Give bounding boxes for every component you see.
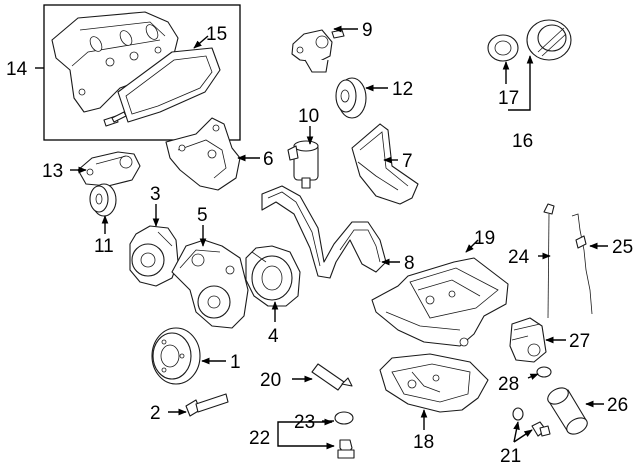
callout-18: 18 <box>413 432 434 453</box>
callout-6: 6 <box>263 149 274 170</box>
sealant-tube <box>311 363 353 391</box>
oil-filter-adapter <box>509 317 547 363</box>
callout-labels: 1 2 3 4 5 6 7 8 9 10 11 12 13 14 15 16 1… <box>6 20 633 467</box>
heat-shield <box>351 123 419 205</box>
adapter-o-ring <box>536 366 552 378</box>
dipstick-tube <box>571 213 593 315</box>
callout-24: 24 <box>508 247 530 268</box>
oil-level-sensor <box>334 411 355 459</box>
crankshaft-bolt <box>185 393 229 417</box>
callout-16: 16 <box>512 131 533 152</box>
callout-1: 1 <box>230 352 241 373</box>
callout-11: 11 <box>94 236 114 257</box>
valve-cover <box>51 11 179 113</box>
callout-3: 3 <box>150 184 161 205</box>
callout-2: 2 <box>150 403 161 424</box>
oil-filter <box>547 387 588 435</box>
callout-20: 20 <box>260 370 281 391</box>
valve-cover-bolt <box>103 111 127 127</box>
callout-12: 12 <box>392 79 413 100</box>
valve-cover-group-box <box>43 4 241 141</box>
leader-lines <box>35 25 608 450</box>
callout-5: 5 <box>197 205 208 226</box>
belt-tensioner <box>287 140 319 189</box>
callout-9: 9 <box>362 20 373 41</box>
callout-10: 10 <box>298 106 319 127</box>
upper-timing-cover-bracket <box>165 117 241 191</box>
callout-28: 28 <box>498 374 519 395</box>
timing-cover-right <box>245 245 301 307</box>
drain-plug <box>512 407 551 437</box>
callout-4: 4 <box>268 326 279 347</box>
oil-pan-lower <box>379 353 489 413</box>
callout-15: 15 <box>206 24 227 45</box>
callout-8: 8 <box>404 253 415 274</box>
callout-7: 7 <box>402 151 413 172</box>
callout-23: 23 <box>294 412 315 433</box>
oil-filler-cap <box>526 19 572 61</box>
rear-timing-cover <box>171 239 249 329</box>
crankshaft-pulley <box>151 327 201 385</box>
seal-ring <box>487 34 519 62</box>
callout-25: 25 <box>612 237 633 258</box>
callout-21: 21 <box>500 446 521 467</box>
callout-27: 27 <box>569 331 590 352</box>
engine-mount <box>291 29 345 73</box>
valve-cover-gasket <box>117 47 221 123</box>
callout-17: 17 <box>498 88 519 109</box>
idler-pulley-upper <box>335 77 367 119</box>
idler-pulley-lower <box>89 183 117 217</box>
lower-timing-cover-left <box>129 225 179 287</box>
callout-26: 26 <box>607 395 628 416</box>
timing-belt <box>261 185 387 279</box>
callout-22: 22 <box>249 428 270 449</box>
mount-bracket-small <box>77 151 141 187</box>
callout-13: 13 <box>42 161 63 182</box>
callout-14: 14 <box>6 59 28 80</box>
dipstick <box>543 203 555 319</box>
oil-pan-upper <box>371 257 509 347</box>
callout-19: 19 <box>474 228 495 249</box>
